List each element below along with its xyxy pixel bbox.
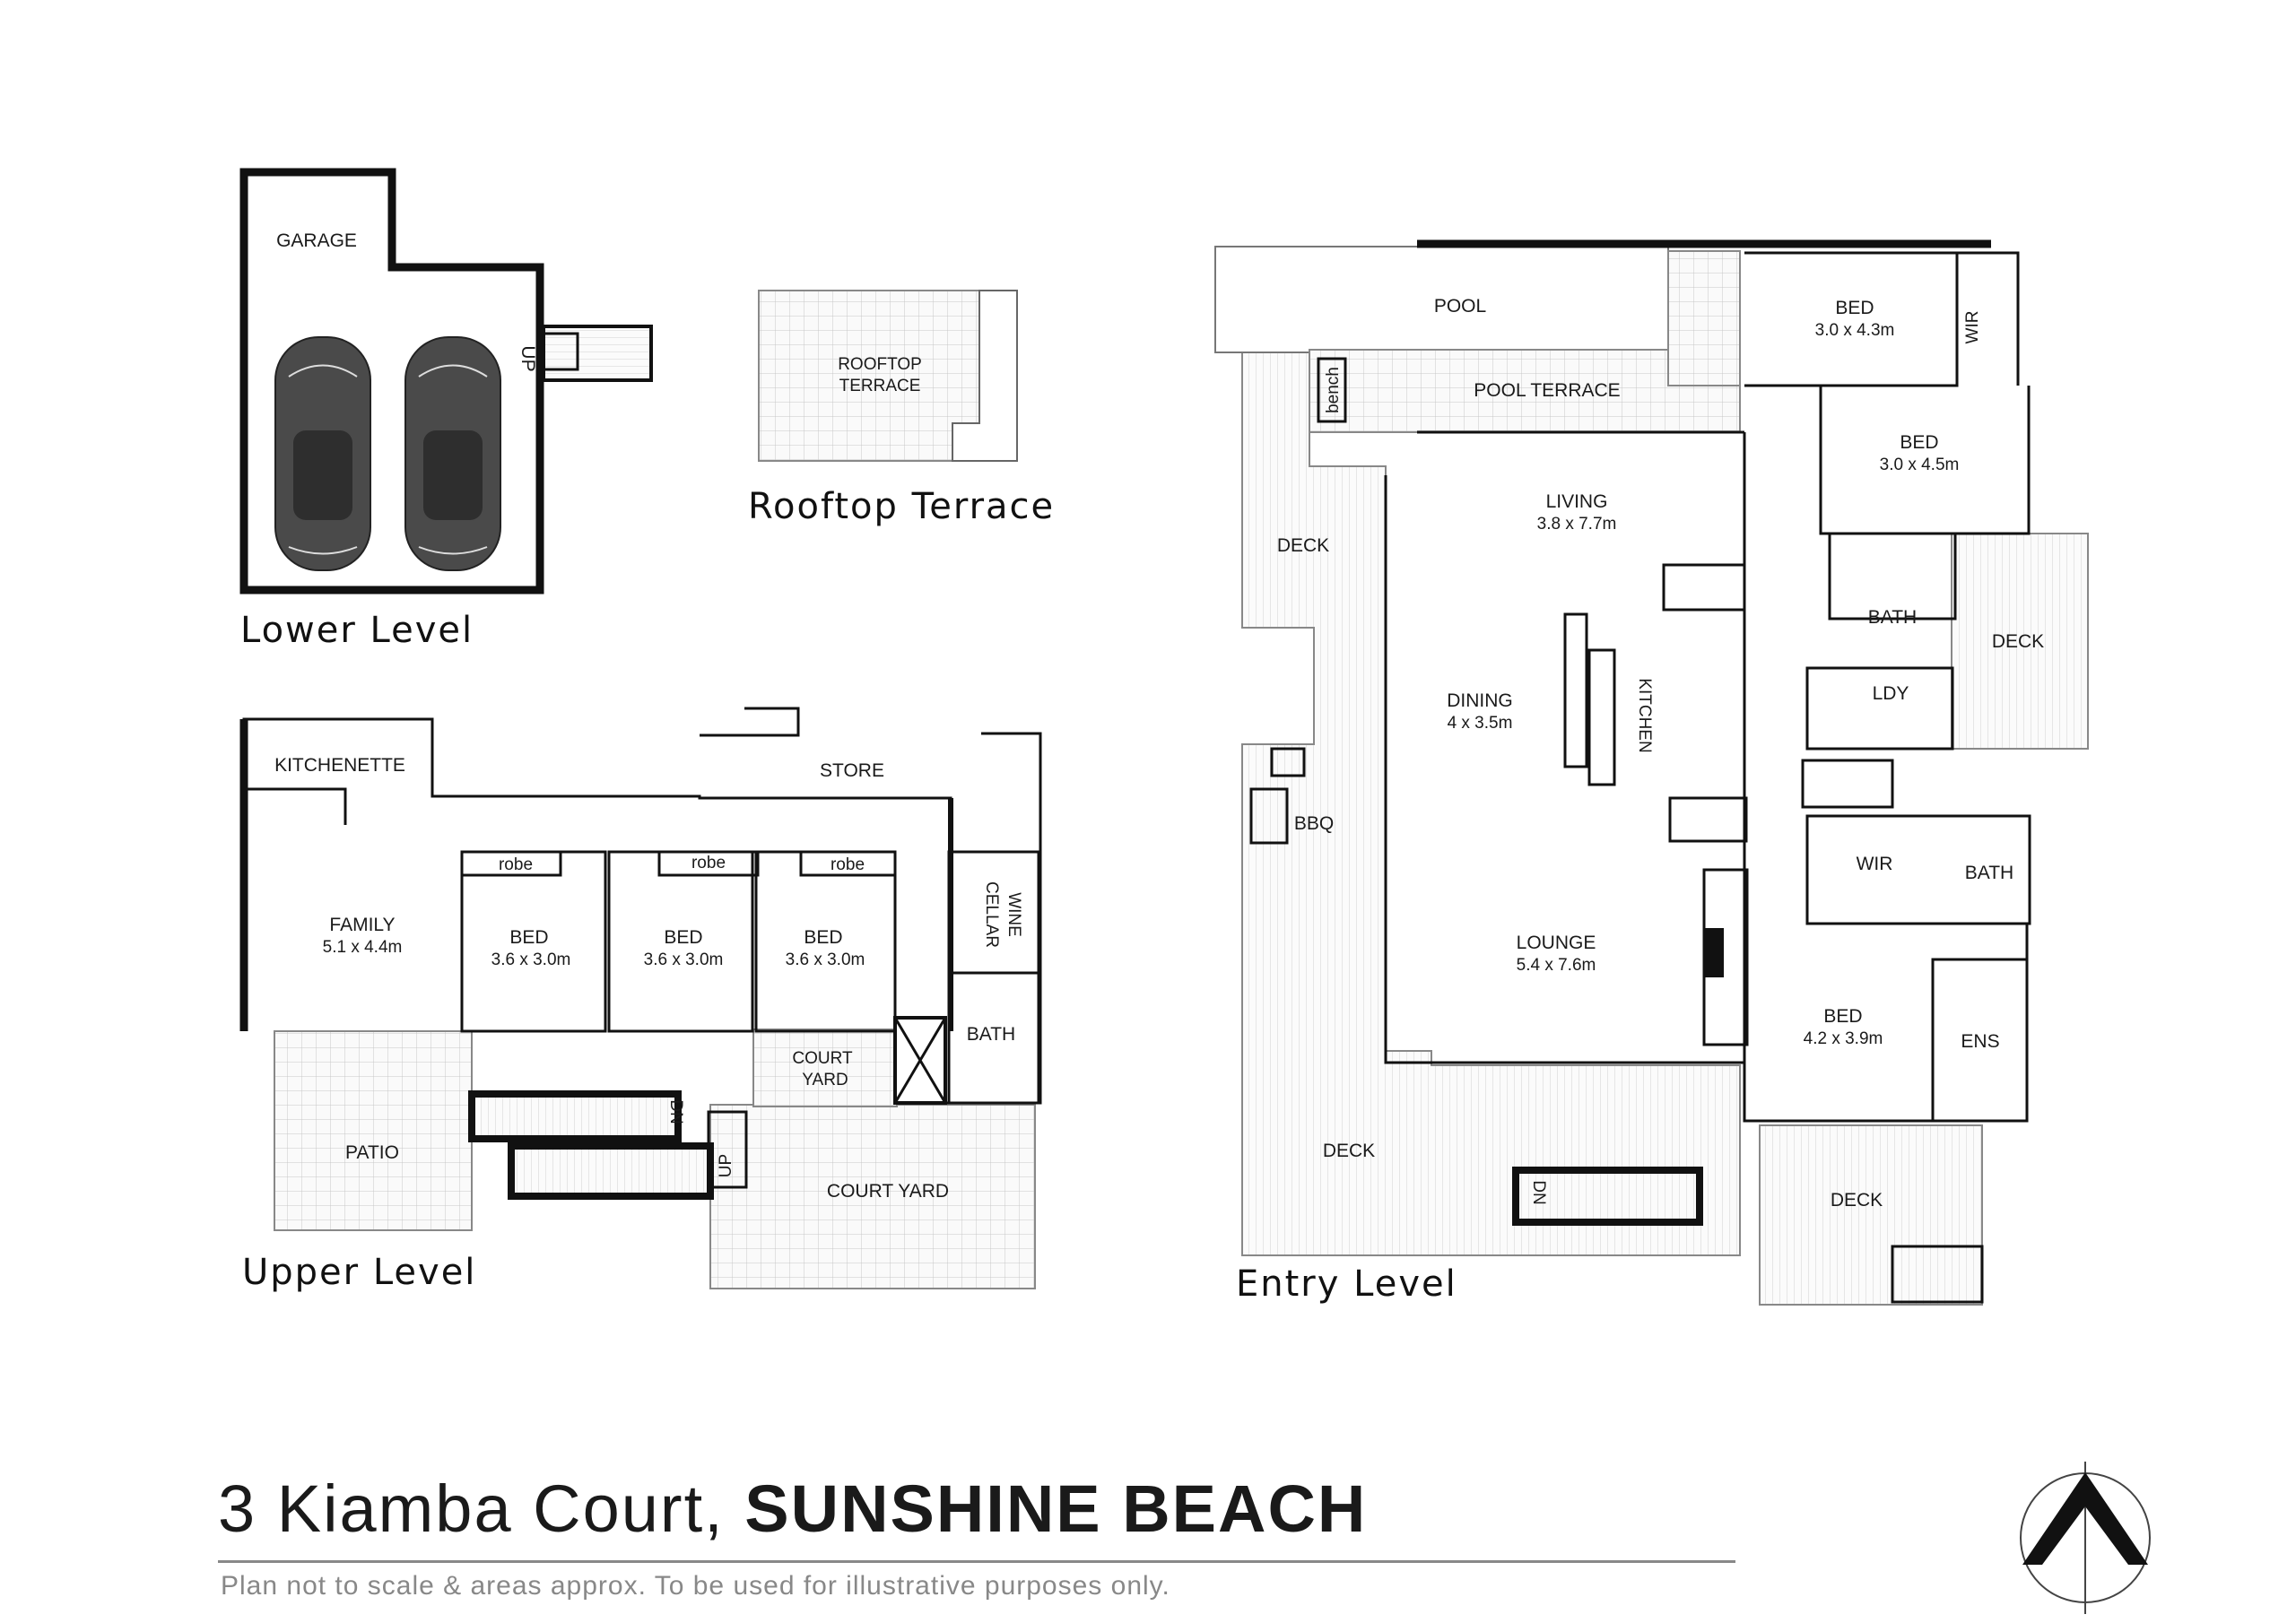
bed-label-2: BED — [664, 927, 702, 948]
bed-size-4: 3.0 x 4.3m — [1815, 321, 1895, 340]
north-arrow-icon — [2020, 1462, 2151, 1614]
bench-label: bench — [1324, 367, 1343, 413]
ldy-label: LDY — [1873, 683, 1909, 704]
stairs-down-label-2: DN — [1529, 1180, 1548, 1204]
title-divider — [218, 1560, 1735, 1563]
bed-size-2: 3.6 x 3.0m — [644, 950, 724, 969]
patio-label: PATIO — [345, 1142, 399, 1163]
dining-size: 4 x 3.5m — [1448, 714, 1513, 733]
deck-label: DECK — [1277, 535, 1329, 556]
wir-label: WIR — [1963, 311, 1982, 344]
entry-level-title: Entry Level — [1236, 1263, 1457, 1305]
courtyard-main-label: COURT YARD — [827, 1181, 949, 1202]
lounge-label: LOUNGE — [1517, 933, 1596, 953]
bath-label-3: BATH — [1965, 863, 2013, 883]
pool-terrace-label: POOL TERRACE — [1474, 380, 1620, 401]
rooftop-terrace-label-2: TERRACE — [839, 377, 921, 395]
deck-label-2: DECK — [1323, 1141, 1375, 1161]
ens-label: ENS — [1961, 1031, 1999, 1052]
bed-size-6: 4.2 x 3.9m — [1804, 1029, 1883, 1048]
car-icon — [274, 336, 371, 571]
stairs-up-label-2: UP — [717, 1154, 735, 1177]
family-label: FAMILY — [329, 915, 395, 935]
family-size: 5.1 x 4.4m — [323, 938, 403, 957]
entry-level-plan: POOL POOL TERRACE bench DECK BBQ DECK DN… — [1214, 239, 2089, 1306]
bbq-label: BBQ — [1294, 813, 1334, 834]
rooftop-level-title: Rooftop Terrace — [748, 486, 1055, 527]
bath-label-2: BATH — [1868, 607, 1917, 628]
pool-label: POOL — [1434, 296, 1486, 317]
bed-size-3: 3.6 x 3.0m — [786, 950, 865, 969]
cellar-label: CELLAR — [982, 881, 1001, 948]
garage-label: GARAGE — [276, 230, 357, 251]
dining-label: DINING — [1447, 690, 1513, 711]
bed-size: 3.6 x 3.0m — [491, 950, 571, 969]
deck-label-3: DECK — [1992, 631, 2044, 652]
robe-label-3: robe — [831, 855, 865, 874]
car-icon — [404, 336, 501, 571]
store-label: STORE — [820, 760, 884, 781]
deck-label-4: DECK — [1831, 1190, 1883, 1211]
rooftop-terrace-plan: ROOFTOP TERRACE Rooftop Terrace — [748, 290, 1055, 527]
bed-label: BED — [509, 927, 548, 948]
lower-level-title: Lower Level — [240, 610, 474, 651]
lounge-size: 5.4 x 7.6m — [1517, 956, 1596, 975]
disclaimer-text: Plan not to scale & areas approx. To be … — [221, 1571, 1170, 1601]
wir-label-2: WIR — [1857, 854, 1893, 874]
bath-label: BATH — [967, 1024, 1015, 1045]
upper-level-plan: KITCHENETTE STORE FAMILY 5.1 x 4.4m robe… — [239, 707, 1042, 1293]
stairs-up-label: UP — [517, 345, 538, 371]
robe-label: robe — [499, 855, 533, 874]
kitchen-label: KITCHEN — [1635, 678, 1654, 752]
bed-label-4: BED — [1835, 298, 1874, 318]
stairs-down-label: DN — [666, 1099, 685, 1124]
courtyard-label: COURT — [792, 1049, 853, 1068]
suburb-name: SUNSHINE BEACH — [744, 1471, 1368, 1546]
property-address: 3 Kiamba Court, SUNSHINE BEACH — [218, 1471, 1367, 1547]
street-address: 3 Kiamba Court, — [218, 1471, 725, 1546]
kitchenette-label: KITCHENETTE — [274, 755, 405, 776]
upper-level-title: Upper Level — [242, 1252, 476, 1293]
living-size: 3.8 x 7.7m — [1537, 515, 1617, 534]
wine-label: WINE — [1004, 892, 1023, 937]
bed-label-5: BED — [1900, 432, 1938, 453]
rooftop-terrace-label: ROOFTOP — [838, 355, 922, 374]
bed-label-3: BED — [804, 927, 842, 948]
robe-label-2: robe — [691, 854, 726, 872]
lower-level-plan: GARAGE UP Lower Level — [239, 168, 653, 651]
bed-label-6: BED — [1823, 1006, 1862, 1027]
living-label: LIVING — [1546, 491, 1608, 512]
courtyard-label-2: YARD — [802, 1071, 848, 1089]
bed-size-5: 3.0 x 4.5m — [1880, 456, 1960, 474]
